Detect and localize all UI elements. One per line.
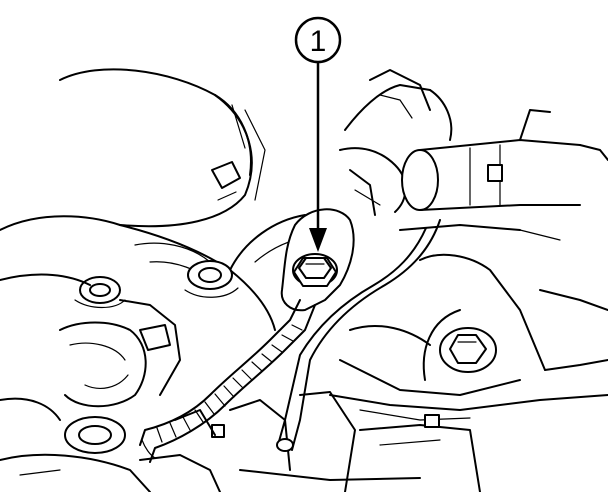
mounting-bracket xyxy=(174,391,481,492)
strap-braid xyxy=(156,324,303,443)
mount-boss-left xyxy=(74,276,126,309)
mount-boss-upper xyxy=(184,260,239,298)
intake-tube xyxy=(339,69,608,241)
callout-1: 1 xyxy=(294,16,342,252)
callout-arrowhead xyxy=(309,228,327,252)
callout-label: 1 xyxy=(310,25,327,58)
hex-bolt-right xyxy=(439,327,497,373)
right-housing xyxy=(329,253,608,421)
ground-strap-bolt xyxy=(292,253,338,287)
callout-circle xyxy=(294,16,342,64)
lower-housing xyxy=(0,273,221,492)
hydraulic-line xyxy=(276,219,441,452)
engine-block-casting xyxy=(0,68,316,331)
